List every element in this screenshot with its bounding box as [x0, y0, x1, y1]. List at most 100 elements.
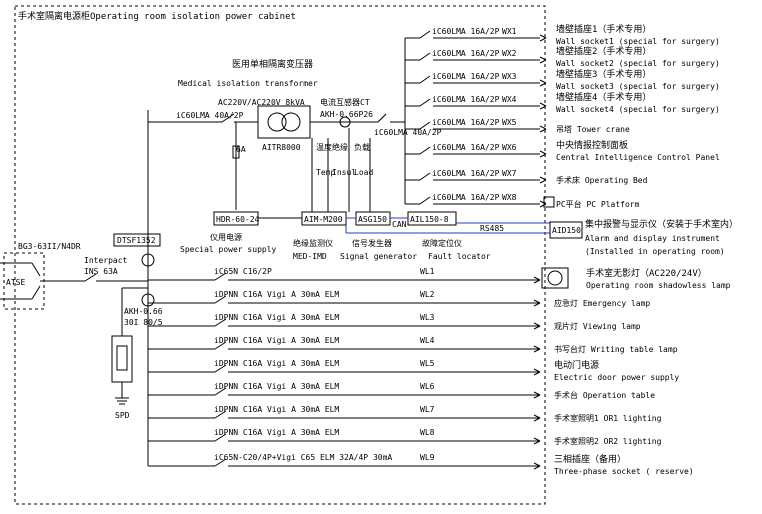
wl-label-cn: 三相插座（备用）: [554, 453, 626, 465]
breaker-contact: [419, 75, 431, 84]
rs485-label: RS485: [480, 224, 504, 233]
arrow-icon: [533, 391, 541, 396]
wl-breaker: iDPNN C16A Vigi A 30mA ELM: [214, 313, 339, 322]
breaker-contact: [419, 98, 431, 107]
wl-id: WL2: [420, 290, 435, 299]
transformer-coil-primary: [267, 112, 287, 132]
transformer-section: 医用单相隔离变压器 Medical isolation transformer …: [148, 38, 442, 210]
wx-label-en: Wall socket2 (special for surgery): [556, 59, 720, 68]
wl-label-cn: 手术室无影灯（AC220/24V）: [586, 267, 707, 279]
arrow-icon: [539, 150, 547, 155]
wl-breaker: iC65N-C20/4P+Vigi C65 ELM 32A/4P 30mA: [214, 453, 392, 462]
breaker-contact: [214, 272, 227, 281]
arrow-icon: [539, 34, 547, 39]
breaker-contact: [214, 341, 227, 350]
spd-label: SPD: [115, 411, 130, 420]
wl-label-en: 应急灯 Emergency lamp: [554, 298, 650, 308]
asg-model: ASG150: [358, 215, 387, 224]
load-en: Load: [354, 168, 373, 177]
ct-coil: [339, 116, 351, 128]
temp-cn: 温度: [316, 142, 332, 152]
wx-id: WX3: [502, 72, 517, 81]
insul-cn: 绝缘: [332, 142, 348, 152]
wx-label-cn: 中央情报控制面板: [556, 139, 628, 151]
arrow-icon: [533, 414, 541, 419]
wx-id: WX8: [502, 193, 517, 202]
wl-breaker: iDPNN C16A Vigi A 30mA ELM: [214, 336, 339, 345]
arrow-icon: [539, 200, 547, 205]
incoming-section: BG3-63II/N4DR ATSE Interpact INS 63A DTS…: [0, 110, 163, 466]
temp-en: Temp: [316, 168, 335, 177]
wl-row: iDPNN C16A Vigi A 30mA ELM WL4 书写台灯 Writin…: [148, 336, 678, 354]
wx-label-en: Wall socket1 (special for surgery): [556, 37, 720, 46]
wl-label-en: Operating room shadowless lamp: [586, 281, 731, 290]
ct-title: 电流互感器CT: [320, 97, 370, 107]
wx-id: WX6: [502, 143, 517, 152]
fuse-element: [232, 145, 240, 159]
wl-breaker: iC65N C16/2P: [214, 267, 272, 276]
can-label: CAN: [392, 220, 407, 229]
breaker-contact: [214, 458, 227, 467]
wl-label-en: Electric door power supply: [554, 373, 679, 382]
arrow-icon: [533, 462, 541, 467]
wx-label-cn: 墙壁插座4（手术专用）: [556, 91, 651, 103]
akh-label-2: 30I 80/5: [124, 318, 163, 327]
wx-breaker: iC60LMA 16A/2P: [432, 193, 500, 202]
arrow-icon: [539, 176, 547, 181]
wl-label-en: 书写台灯 Writing table lamp: [554, 344, 678, 354]
aim-model: AIM-M200: [304, 215, 343, 224]
wl-label-cn: 电动门电源: [554, 359, 599, 371]
alarm-en-1: Alarm and display instrument: [585, 234, 720, 243]
aid-box: [549, 221, 583, 239]
wl-breaker: iDPNN C16A Vigi A 30mA ELM: [214, 290, 339, 299]
wl-breaker: iDPNN C16A Vigi A 30mA ELM: [214, 428, 339, 437]
ats-label: ATSE: [6, 278, 25, 287]
arrow-icon: [533, 437, 541, 442]
wx-id: WX5: [502, 118, 517, 127]
wl-id: WL4: [420, 336, 435, 345]
breaker-contact: [214, 364, 227, 373]
breaker-contact: [214, 433, 227, 442]
transformer-title-cn: 医用单相隔离变压器: [232, 58, 313, 70]
wl-id: WL5: [420, 359, 435, 368]
wl-label-en: 观片灯 Viewing lamp: [554, 321, 641, 331]
aim-cn: 绝缘监测仪: [293, 238, 333, 248]
wx-breaker: iC60LMA 16A/2P: [432, 49, 500, 58]
cabinet-title: 手术室隔离电源柜Operating room isolation power c…: [18, 10, 296, 22]
wl-id: WL6: [420, 382, 435, 391]
ct-model: AKH-0.66P26: [320, 110, 373, 119]
wl-label-en: 手术台 Operation table: [554, 390, 655, 400]
wx-label-en: Wall socket4 (special for surgery): [556, 105, 720, 114]
aid-model: AID150: [552, 226, 581, 235]
arrow-icon: [539, 56, 547, 61]
breaker-contact: [419, 121, 431, 130]
breaker-contact: [214, 387, 227, 396]
transformer-rating: AC220V/AC220V 8kVA: [218, 98, 305, 107]
ct-coil-lower: [141, 293, 155, 307]
wl-label-en: Three-phase socket ( reserve): [554, 467, 694, 476]
wx-label-cn: 墙壁插座2（手术专用）: [556, 45, 651, 57]
shadowless-lamp-symbol: [541, 267, 569, 289]
main-outlet-breaker: iC60LMA 40A/2P: [374, 128, 442, 137]
wx-breaker: iC60LMA 16A/2P: [432, 118, 500, 127]
interlock-contact: [84, 273, 97, 282]
transformer-breaker: iC60LMA 40A/2P: [176, 111, 244, 120]
special-power-en: Special power supply: [180, 245, 277, 254]
transformer-title-en: Medical isolation transformer: [178, 79, 318, 88]
cabinet-boundary: [14, 5, 546, 505]
asg-en: Signal generator: [340, 252, 417, 261]
breaker-contact: [419, 196, 431, 205]
wx-label-cn: 墙壁插座3（手术专用）: [556, 68, 651, 80]
